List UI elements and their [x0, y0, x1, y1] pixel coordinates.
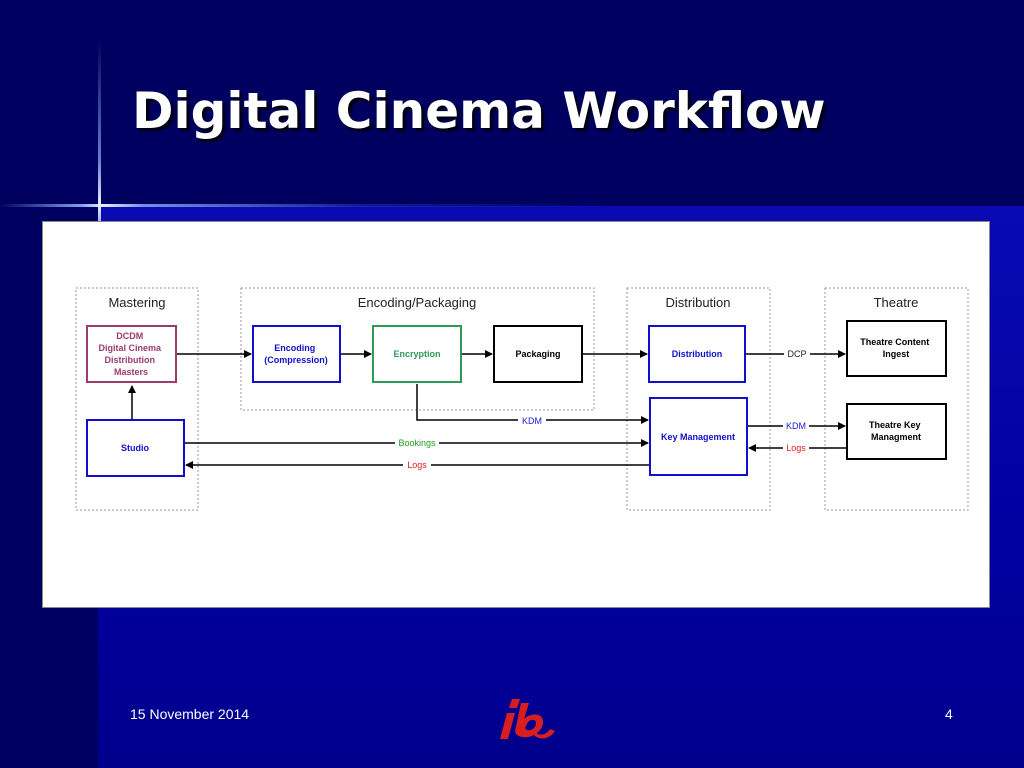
box-encoding-line-1: Encoding	[274, 343, 315, 353]
box-theatre-content-ingest: Theatre Content Ingest	[846, 320, 947, 377]
group-label-mastering: Mastering	[108, 295, 165, 310]
box-dcdm: DCDM Digital Cinema Distribution Masters	[86, 325, 177, 383]
edge-label-kdm-right: KDM	[786, 421, 806, 431]
box-theatre-key-line-2: Managment	[871, 432, 921, 442]
box-key-management: Key Management	[649, 397, 748, 476]
box-theatre-ingest-line-2: Ingest	[883, 349, 910, 359]
group-label-theatre: Theatre	[874, 295, 919, 310]
box-packaging: Packaging	[493, 325, 583, 383]
box-encoding-line-2: (Compression)	[264, 355, 328, 365]
box-key-management-label: Key Management	[661, 432, 735, 442]
decorative-vertical-line	[98, 40, 101, 340]
slide-top-background	[0, 0, 1024, 206]
box-studio: Studio	[86, 419, 185, 477]
svg-text:Theatre Key Managment: Theatre Key Managment	[869, 420, 923, 442]
workflow-diagram: Mastering Encoding/Packaging Distributio…	[75, 287, 969, 511]
group-mastering	[75, 287, 199, 511]
box-encryption: Encryption	[372, 325, 462, 383]
box-packaging-label: Packaging	[515, 349, 560, 359]
box-encryption-label: Encryption	[393, 349, 440, 359]
box-dcdm-line-4: Masters	[114, 367, 148, 377]
group-distribution	[626, 287, 771, 511]
footer-date: 15 November 2014	[130, 706, 250, 722]
ibc-logo-icon	[500, 699, 555, 739]
decorative-horizontal-line	[0, 204, 1024, 207]
box-encoding: Encoding (Compression)	[252, 325, 341, 383]
edge-label-dcp: DCP	[787, 349, 806, 359]
box-dcdm-line-2: Digital Cinema	[98, 343, 162, 353]
slide-title: Digital Cinema Workflow	[132, 82, 826, 140]
edge-label-logs-left: Logs	[407, 460, 427, 470]
group-label-distribution: Distribution	[665, 295, 730, 310]
box-distribution: Distribution	[648, 325, 746, 383]
box-dcdm-line-1: DCDM	[116, 331, 143, 341]
box-theatre-key-line-1: Theatre Key	[869, 420, 921, 430]
box-dcdm-line-3: Distribution	[104, 355, 155, 365]
group-theatre	[824, 287, 969, 511]
svg-text:DCDM Digital Cinema: DCDM Digital Cinema Distribution Masters	[98, 331, 163, 377]
workflow-diagram-panel: Mastering Encoding/Packaging Distributio…	[42, 221, 990, 608]
edge-label-logs-right: Logs	[786, 443, 806, 453]
group-encoding	[240, 287, 595, 411]
edge-label-bookings: Bookings	[398, 438, 436, 448]
svg-text:Encoding (Compression): Encoding (Compression)	[264, 343, 328, 365]
box-theatre-key-management: Theatre Key Managment	[846, 403, 947, 460]
page-number: 4	[945, 706, 953, 722]
box-studio-label: Studio	[121, 443, 149, 453]
edge-encryption-to-key-management	[416, 384, 649, 424]
svg-text:Theatre Content Ingest: Theatre Content Ingest	[860, 337, 932, 359]
group-label-encoding: Encoding/Packaging	[358, 295, 477, 310]
edge-label-kdm-center: KDM	[522, 416, 542, 426]
box-distribution-label: Distribution	[672, 349, 723, 359]
box-theatre-ingest-line-1: Theatre Content	[860, 337, 929, 347]
